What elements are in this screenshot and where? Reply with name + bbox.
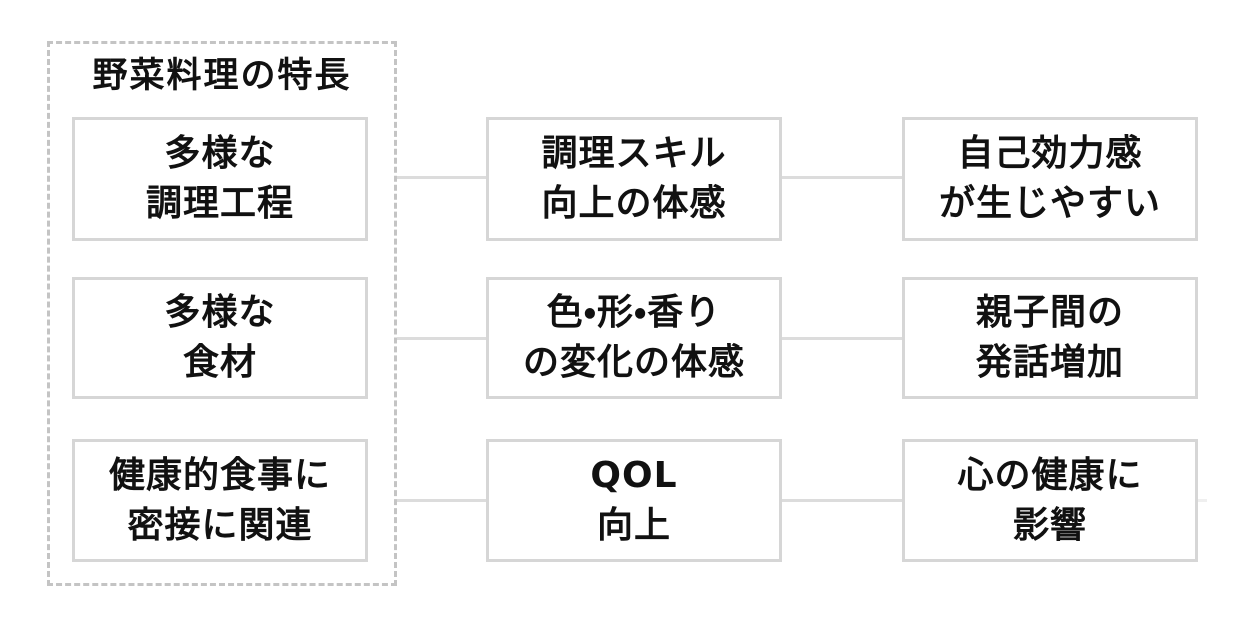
box-text-line: 色・形・香り (546, 292, 722, 334)
box-text-line: 自己効力感 (957, 133, 1143, 175)
box-outcome-parent-child-talk: 親子間の 発話増加 (902, 277, 1198, 399)
connector-row3-right (782, 499, 902, 502)
box-text-line: 発話増加 (975, 342, 1124, 383)
connector-row2-right (782, 337, 902, 340)
box-outcome-self-efficacy: 自己効力感 が生じやすい (902, 117, 1198, 241)
box-text-line: 多様な (164, 133, 276, 175)
box-text-line: 食材 (182, 342, 257, 383)
box-text-line: 健康的食事に (108, 454, 331, 496)
box-outcome-mental-health: 心の健康に 影響 (902, 439, 1198, 562)
box-text-line: 向上 (596, 504, 671, 546)
connector-row1-right (782, 176, 902, 179)
box-source-diverse-ingredients: 多様な 食材 (72, 277, 368, 399)
connector-row1-left (397, 176, 486, 179)
box-text-line: QOL (590, 454, 678, 496)
box-text-line: 向上の体感 (541, 183, 727, 224)
box-text-line: 心の健康に (957, 454, 1143, 496)
box-text-line: 調理工程 (145, 183, 294, 224)
feature-group-frame (47, 41, 397, 586)
box-text-line: 密接に関連 (127, 504, 313, 546)
box-text-line: が生じやすい (938, 183, 1161, 224)
feature-group-title: 野菜料理の特長 (92, 56, 352, 96)
box-text-line: 多様な (164, 292, 276, 334)
box-source-healthy-diet: 健康的食事に 密接に関連 (72, 439, 368, 562)
connector-row2-left (397, 337, 486, 340)
box-text-line: 親子間の (975, 292, 1124, 334)
connector-row3-stub (1198, 499, 1207, 502)
box-mediator-cooking-skill: 調理スキル 向上の体感 (486, 117, 782, 241)
connector-row3-left (397, 499, 486, 502)
box-text-line: 影響 (1012, 504, 1087, 546)
box-mediator-qol: QOL 向上 (486, 439, 782, 562)
box-text-line: の変化の体感 (522, 342, 745, 383)
box-source-diverse-processes: 多様な 調理工程 (72, 117, 368, 241)
box-text-line: 調理スキル (541, 133, 727, 175)
box-mediator-sensory-change: 色・形・香り の変化の体感 (486, 277, 782, 399)
